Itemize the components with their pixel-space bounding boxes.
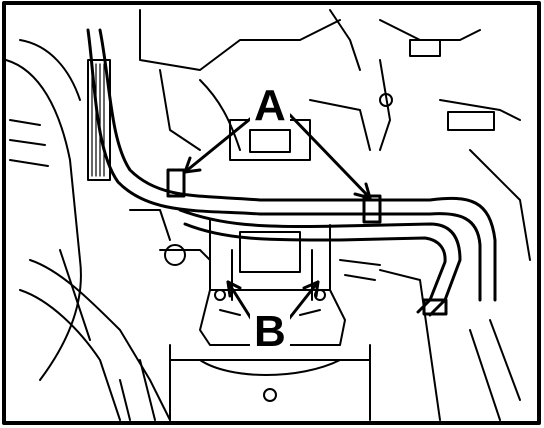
- lower-subframe: [169, 259, 521, 421]
- engine-top: [139, 9, 371, 161]
- hose-clamp-left: [166, 168, 186, 198]
- callout-label-a: A: [250, 84, 290, 128]
- right-connectors: [379, 19, 531, 261]
- callout-a-leaders: [183, 113, 372, 200]
- cooler-block: [87, 59, 111, 181]
- hose-clamp-right: [362, 194, 382, 224]
- callout-label-b: B: [250, 310, 290, 354]
- callout-b-leaders: [226, 280, 320, 322]
- engine-mount-bracket: [129, 209, 346, 346]
- left-bodywork: [5, 39, 171, 421]
